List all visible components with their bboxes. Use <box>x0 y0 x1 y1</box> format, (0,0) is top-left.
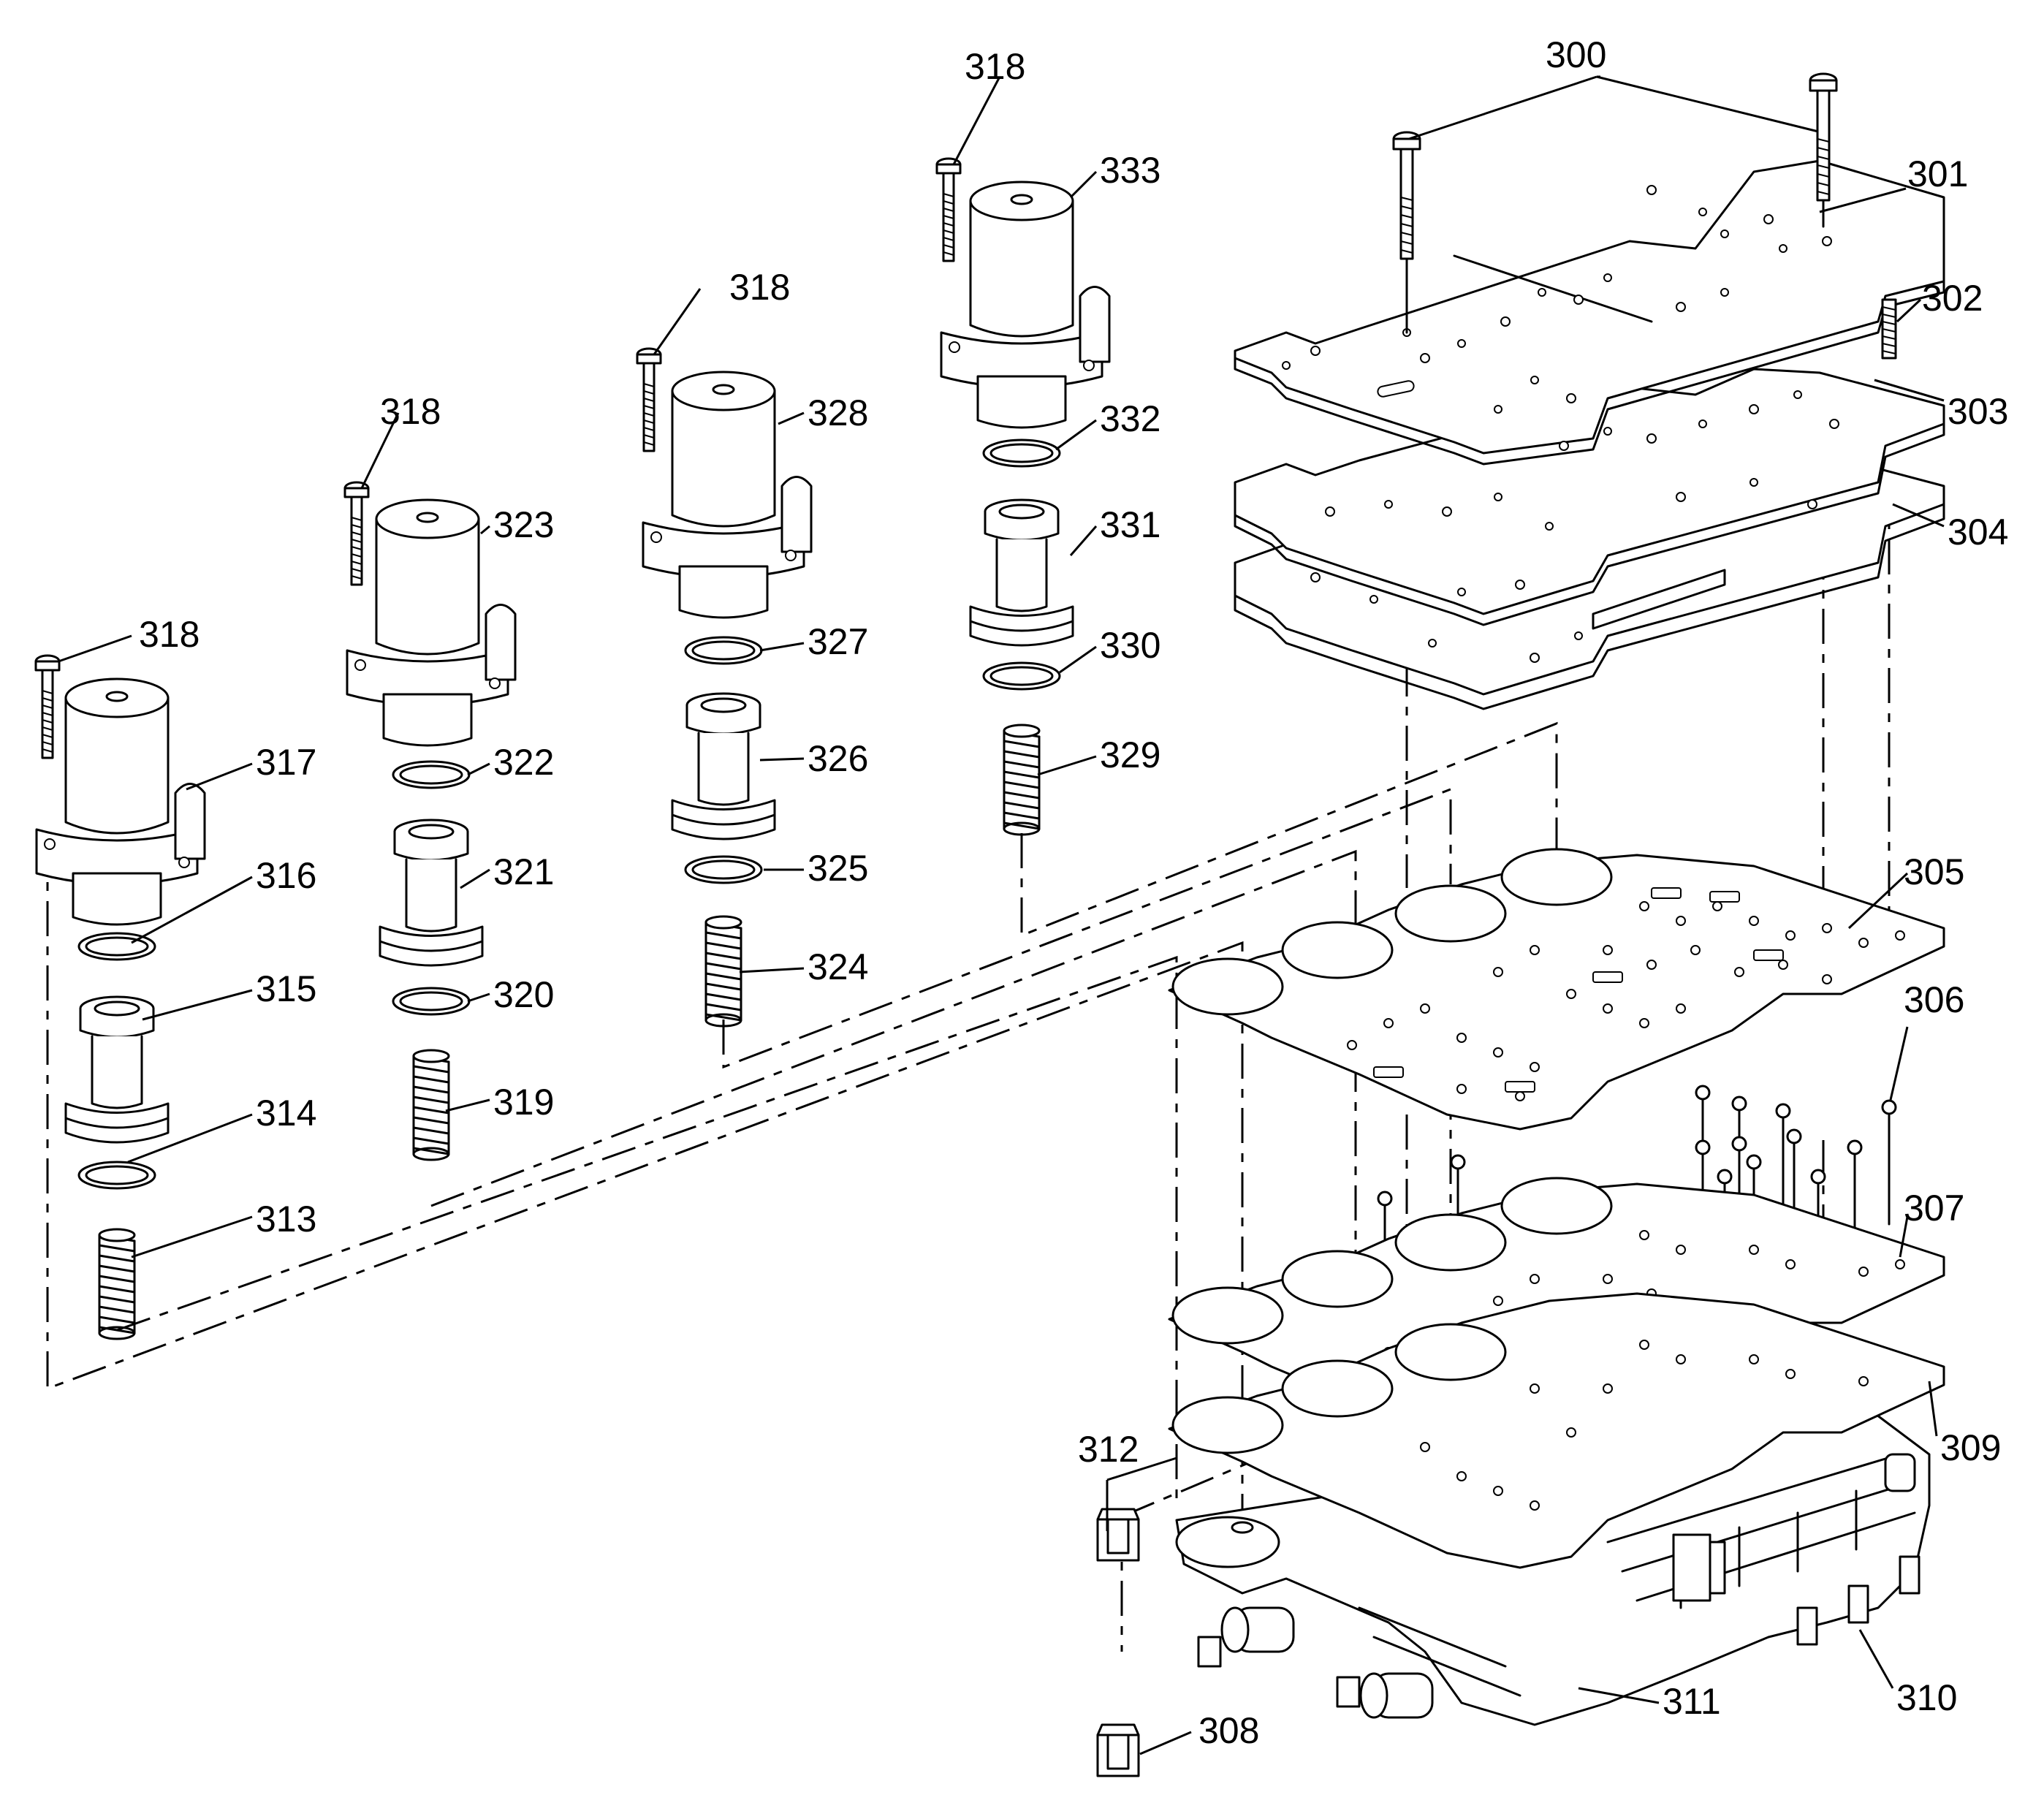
callout-326: 326 <box>808 738 868 779</box>
callout-327: 327 <box>808 621 868 662</box>
callout-305: 305 <box>1904 851 1964 892</box>
solenoid-323 <box>343 481 517 1161</box>
callout-319: 319 <box>493 1082 554 1123</box>
callout-311: 311 <box>1663 1681 1721 1722</box>
leader-lines <box>58 75 1945 1755</box>
clip-308 <box>1096 1723 1140 1777</box>
upper-plate-stack <box>1234 72 1945 710</box>
callout-325: 325 <box>808 848 868 889</box>
callout-318-c: 318 <box>729 267 790 308</box>
callout-309: 309 <box>1940 1427 2001 1468</box>
callout-300: 300 <box>1546 34 1606 75</box>
callout-307: 307 <box>1904 1188 1964 1229</box>
callout-318-a: 318 <box>139 614 200 655</box>
callout-304: 304 <box>1948 512 2008 553</box>
callout-314: 314 <box>256 1093 316 1134</box>
callout-308: 308 <box>1198 1710 1259 1751</box>
callout-labels: 300 301 302 303 304 305 306 307 308 309 … <box>139 34 2008 1751</box>
callout-318-d: 318 <box>965 46 1025 87</box>
solenoid-317 <box>34 654 206 1340</box>
callout-310: 310 <box>1896 1677 1957 1718</box>
callout-333: 333 <box>1100 150 1160 191</box>
callout-332: 332 <box>1100 398 1160 439</box>
callout-322: 322 <box>493 742 554 783</box>
callout-303: 303 <box>1948 391 2008 432</box>
pin-302 <box>1881 298 1897 360</box>
callout-302: 302 <box>1922 278 1983 319</box>
callout-323: 323 <box>493 504 554 545</box>
callout-321: 321 <box>493 851 554 892</box>
callout-315: 315 <box>256 968 316 1009</box>
valve-body <box>1168 1292 1945 1726</box>
callout-324: 324 <box>808 946 868 987</box>
callout-330: 330 <box>1100 625 1160 666</box>
callout-318-b: 318 <box>380 391 441 432</box>
callout-312: 312 <box>1078 1429 1139 1470</box>
callout-313: 313 <box>256 1199 316 1239</box>
callout-328: 328 <box>808 392 868 433</box>
solenoid-333 <box>935 157 1111 836</box>
callout-331: 331 <box>1100 504 1160 545</box>
callout-301: 301 <box>1907 153 1968 194</box>
spacer-plate-305 <box>1168 848 1945 1131</box>
callout-317: 317 <box>256 742 316 783</box>
solenoid-328 <box>636 347 813 1028</box>
callout-306: 306 <box>1904 979 1964 1020</box>
callout-329: 329 <box>1100 734 1160 775</box>
callout-320: 320 <box>493 974 554 1015</box>
callout-316: 316 <box>256 855 316 896</box>
clip-312 <box>1096 1508 1140 1562</box>
